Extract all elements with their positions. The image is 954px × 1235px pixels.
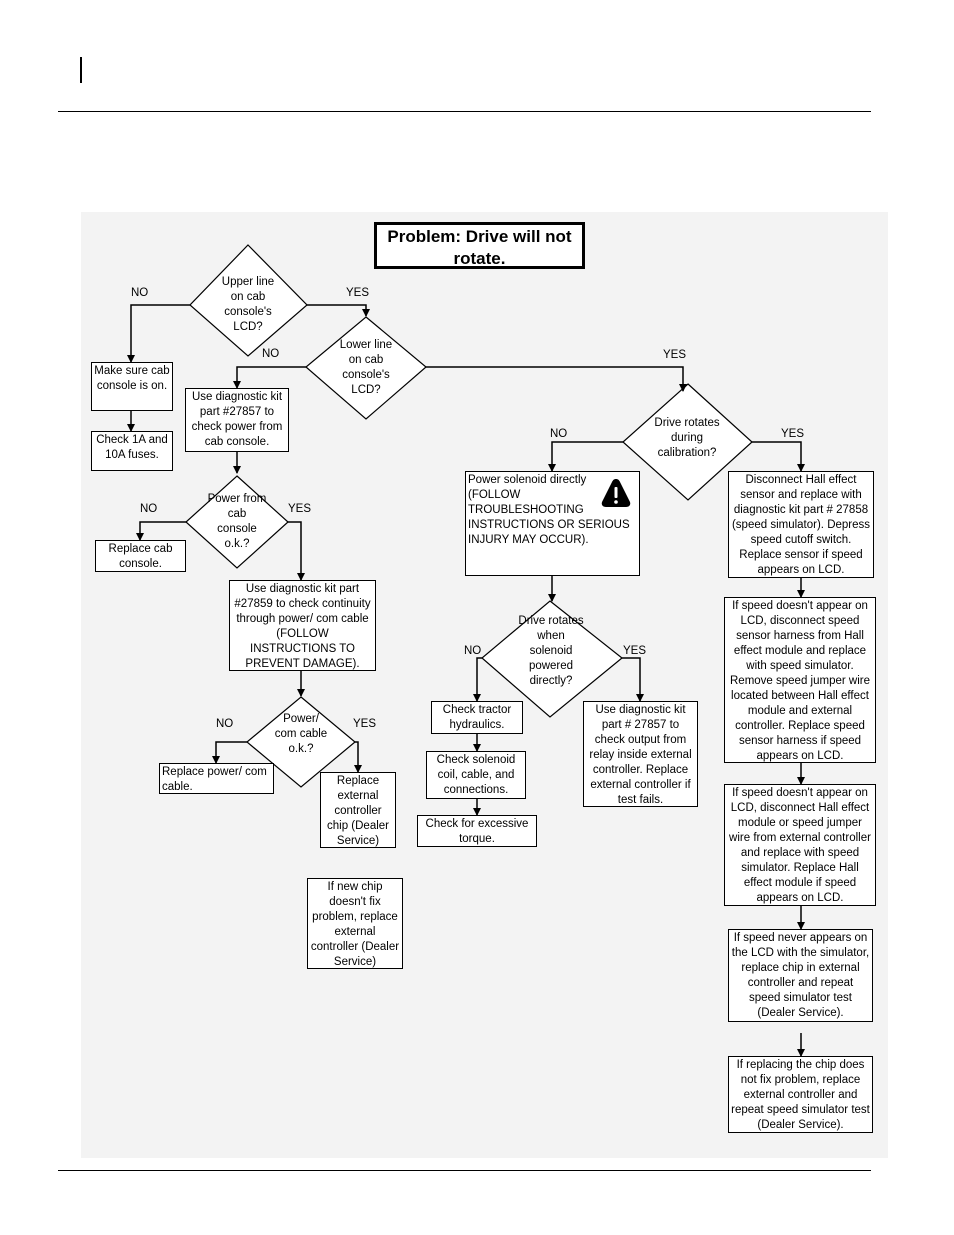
decision-drive-solenoid xyxy=(481,600,623,718)
header-tick xyxy=(80,57,82,83)
replace-cab-console-box: Replace cab console. xyxy=(95,540,186,572)
calibration-yes-label: YES xyxy=(781,428,805,440)
decision-upper-line-text: Upper line on cab console's LCD? xyxy=(221,276,275,333)
lower-line-no-label: NO xyxy=(262,348,280,360)
decision-power-com-cable-text: Power/ com cable o.k.? xyxy=(274,713,328,755)
use-kit-27857-output-box: Use diagnostic kit part # 27857 to check… xyxy=(583,701,698,807)
decision-power-cab-console xyxy=(185,475,289,569)
make-sure-on-box: Make sure cab console is on. xyxy=(91,362,173,411)
check-hydraulics-box: Check tractor hydraulics. xyxy=(431,701,523,734)
speed-never-appears-box: If speed never appears on the LCD with t… xyxy=(728,929,873,1022)
speed-not-appear-2-box: If speed doesn't appear on LCD, disconne… xyxy=(724,784,876,906)
header-rule xyxy=(58,111,871,112)
solenoid-yes-label: YES xyxy=(623,645,647,657)
speed-not-appear-1-box: If speed doesn't appear on LCD, disconne… xyxy=(724,597,876,763)
replace-power-cable-box: Replace power/ com cable. xyxy=(159,763,274,794)
power-solenoid-text: Power solenoid directly (FOLLOW TROUBLES… xyxy=(468,474,630,546)
warning-icon xyxy=(601,478,631,513)
decision-upper-line xyxy=(189,244,308,357)
replace-controller-chip-box: Replace external controller chip (Dealer… xyxy=(320,772,396,848)
power-cab-no-label: NO xyxy=(140,503,158,515)
decision-lower-line xyxy=(305,316,427,420)
power-cab-yes-label: YES xyxy=(288,503,312,515)
decision-drive-solenoid-text: Drive rotates when solenoid powered dire… xyxy=(518,615,584,687)
disconnect-hall-box: Disconnect Hall effect sensor and replac… xyxy=(728,471,874,578)
new-chip-fails-box: If new chip doesn't fix problem, replace… xyxy=(307,878,403,969)
com-cable-no-label: NO xyxy=(216,718,234,730)
lower-line-yes-label: YES xyxy=(663,349,687,361)
decision-drive-calibration-text: Drive rotates during calibration? xyxy=(654,417,720,459)
use-kit-27857-power-box: Use diagnostic kit part #27857 to check … xyxy=(185,388,289,452)
check-solenoid-box: Check solenoid coil, cable, and connecti… xyxy=(426,751,526,799)
power-solenoid-box: Power solenoid directly (FOLLOW TROUBLES… xyxy=(465,471,640,576)
decision-drive-calibration xyxy=(622,383,753,501)
problem-title: Problem: Drive will not rotate. xyxy=(374,222,585,269)
replacing-chip-fails-box: If replacing the chip does not fix probl… xyxy=(728,1056,873,1133)
decision-power-cab-console-text: Power from cab console o.k.? xyxy=(207,493,267,550)
check-torque-box: Check for excessive torque. xyxy=(417,815,537,847)
decision-power-com-cable xyxy=(246,696,356,788)
decision-lower-line-text: Lower line on cab console's LCD? xyxy=(339,339,393,396)
solenoid-no-label: NO xyxy=(464,645,482,657)
use-kit-27859-box: Use diagnostic kit part #27859 to check … xyxy=(229,580,376,671)
check-fuses-box: Check 1A and 10A fuses. xyxy=(91,431,173,471)
upper-line-no-label: NO xyxy=(131,287,149,299)
calibration-no-label: NO xyxy=(550,428,568,440)
upper-line-yes-label: YES xyxy=(346,287,370,299)
footer-rule xyxy=(58,1170,871,1171)
com-cable-yes-label: YES xyxy=(353,718,377,730)
